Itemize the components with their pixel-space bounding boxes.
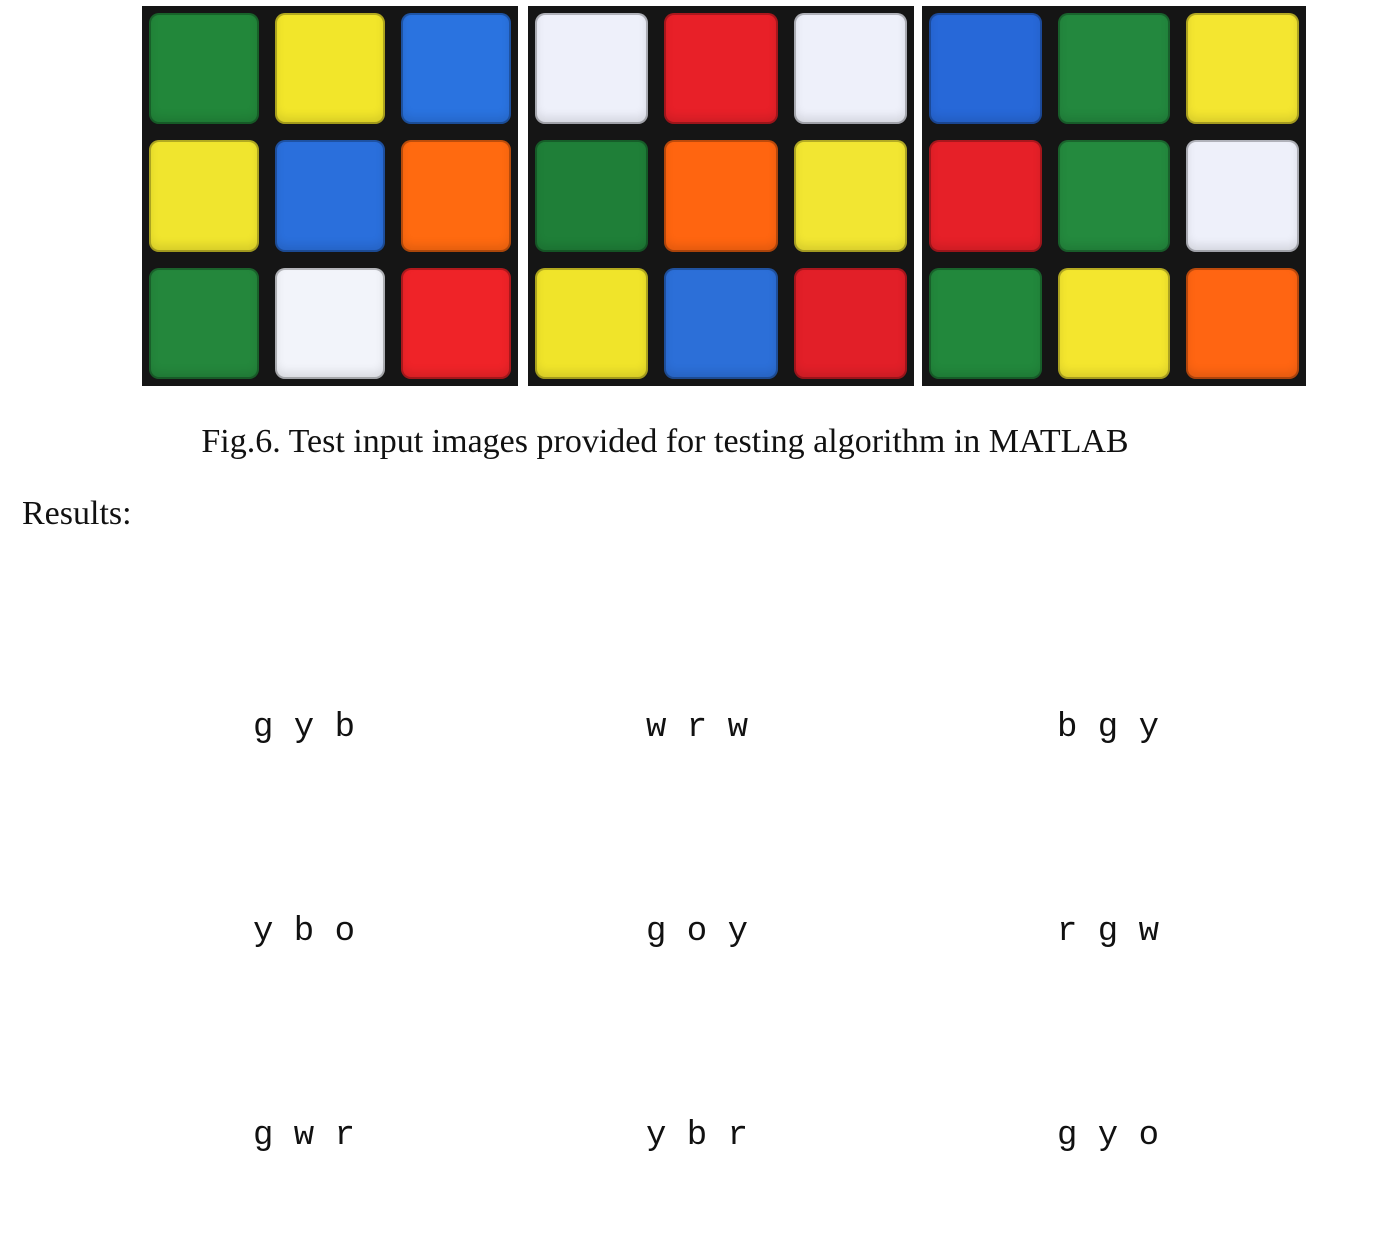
- cube-face-image-2: [528, 6, 914, 386]
- result-row: y b o: [253, 913, 356, 951]
- sticker: [275, 267, 385, 379]
- sticker: [535, 13, 649, 125]
- results-heading: Results:: [22, 495, 132, 532]
- result-row: g w r: [253, 1117, 356, 1155]
- sticker: [401, 13, 511, 125]
- result-block-3: b g y r g w g y o: [1057, 558, 1159, 1238]
- sticker: [929, 13, 1042, 125]
- result-row: r g w: [1057, 913, 1160, 951]
- sticker-grid: [929, 13, 1299, 379]
- sticker: [793, 267, 907, 379]
- sticker: [793, 140, 907, 252]
- cube-face-image-1: [142, 6, 518, 386]
- result-row: g o y: [646, 913, 749, 951]
- sticker: [929, 140, 1042, 252]
- sticker: [535, 140, 649, 252]
- result-block-1: g y b y b o g w r: [253, 558, 355, 1238]
- sticker: [929, 267, 1042, 379]
- sticker: [1186, 13, 1299, 125]
- sticker: [149, 267, 259, 379]
- figure-caption: Fig.6. Test input images provided for te…: [201, 423, 1129, 460]
- sticker: [664, 267, 778, 379]
- result-row: b g y: [1057, 709, 1160, 747]
- sticker: [793, 13, 907, 125]
- sticker-grid: [149, 13, 511, 379]
- sticker: [664, 140, 778, 252]
- result-block-2: w r w g o y y b r: [646, 558, 748, 1238]
- sticker: [149, 13, 259, 125]
- result-row: g y b: [253, 709, 356, 747]
- sticker: [1057, 140, 1171, 252]
- sticker: [149, 140, 259, 252]
- result-row: w r w: [646, 709, 749, 747]
- cube-face-image-3: [922, 6, 1306, 386]
- sticker: [1057, 267, 1171, 379]
- sticker: [1186, 267, 1299, 379]
- sticker: [275, 13, 385, 125]
- result-row: g y o: [1057, 1117, 1160, 1155]
- result-row: y b r: [646, 1117, 749, 1155]
- sticker: [401, 140, 511, 252]
- sticker: [535, 267, 649, 379]
- sticker: [1057, 13, 1171, 125]
- sticker: [664, 13, 778, 125]
- sticker: [401, 267, 511, 379]
- sticker: [1186, 140, 1299, 252]
- sticker-grid: [535, 13, 907, 379]
- sticker: [275, 140, 385, 252]
